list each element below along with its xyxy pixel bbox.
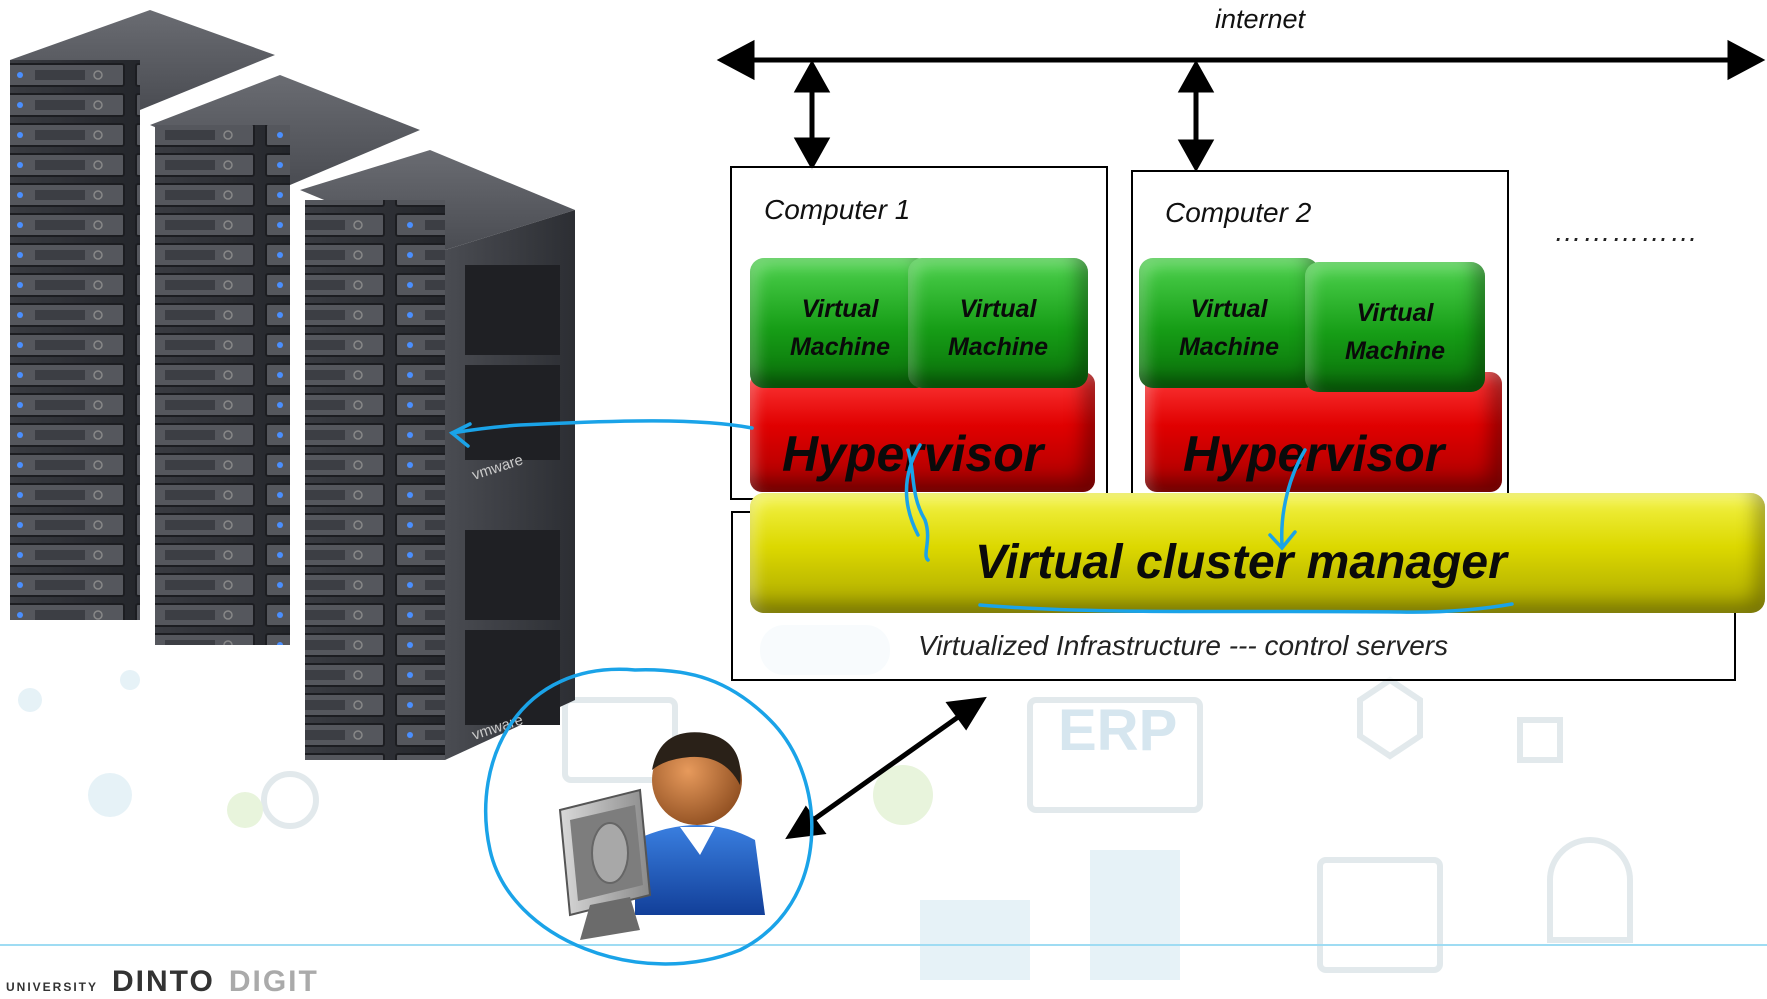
- annotation-arrow-to-rack: [450, 419, 754, 435]
- computer-2-title: Computer 2: [1165, 197, 1312, 228]
- vm-2b: Virtual Machine: [1305, 262, 1485, 392]
- hypervisor-1: [750, 372, 1095, 492]
- vm-1a: Virtual Machine: [750, 258, 930, 388]
- internet-label: internet: [1214, 4, 1306, 34]
- more-computers-ellipsis: ……………: [1554, 216, 1699, 247]
- annotation-circle-user: [484, 667, 814, 966]
- computer-1-title: Computer 1: [764, 194, 911, 225]
- internet-arrow-left: [716, 39, 755, 81]
- footer-logo-1: UNIVERSITY: [6, 980, 99, 994]
- hypervisor-2: [1145, 372, 1502, 492]
- footer-logo-2: DINTO: [112, 965, 215, 998]
- annotation-hypervisor-1-link: [906, 448, 930, 562]
- annotation-underline: [978, 602, 1514, 614]
- user-at-computer-icon: [558, 732, 765, 940]
- vm-2a: Virtual Machine: [1139, 258, 1319, 388]
- cluster-manager-bar: [750, 493, 1765, 613]
- hypervisor-2-label: Hypervisor: [1183, 426, 1445, 482]
- footer-logo-3: DIGIT: [228, 965, 319, 998]
- footer-logos: UNIVERSITY DINTO DIGIT: [6, 965, 319, 999]
- server-rack-image: vmware vmware: [10, 10, 575, 760]
- infrastructure-label: Virtualized Infrastructure --- control s…: [918, 630, 1449, 661]
- svg-text:ERP: ERP: [1058, 698, 1177, 763]
- vm-1b: Virtual Machine: [908, 258, 1088, 388]
- annotation-hypervisor-2-link: [1279, 448, 1307, 547]
- internet-arrow-right: [1727, 39, 1766, 81]
- cluster-manager-label: Virtual cluster manager: [975, 536, 1507, 589]
